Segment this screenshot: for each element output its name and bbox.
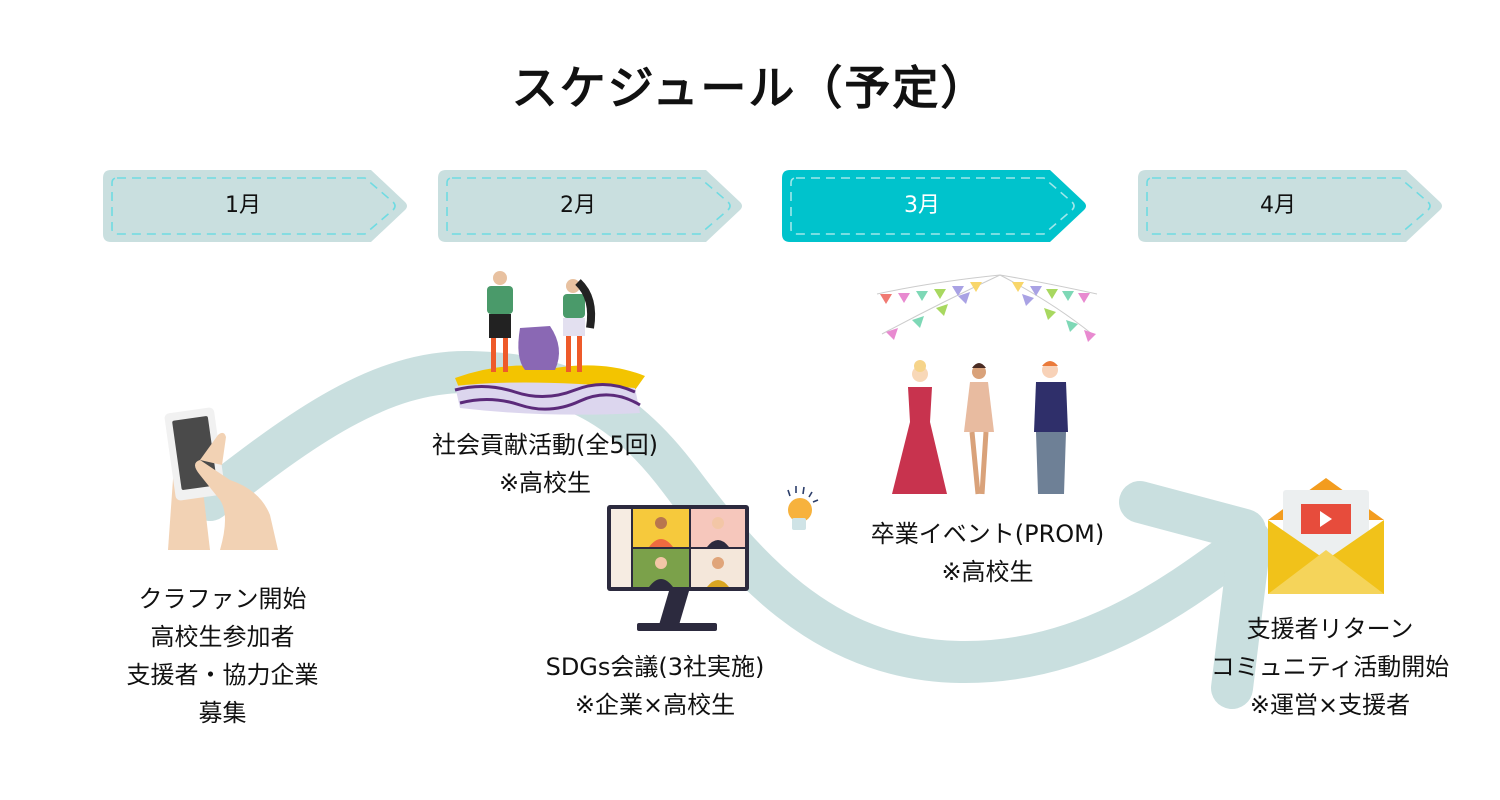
arrow-tab-shape — [1138, 170, 1442, 242]
month-label: 2月 — [560, 193, 596, 218]
caption-line: ※高校生 — [498, 469, 592, 497]
caption-line: 卒業イベント(PROM) — [870, 520, 1105, 548]
caption-line: ※高校生 — [941, 558, 1034, 586]
caption-line: SDGs会議(3社実施) — [545, 653, 765, 681]
arrow-tab-shape — [438, 170, 742, 242]
caption-line: 募集 — [198, 699, 247, 727]
month-tab-2: 2月 — [438, 170, 743, 242]
flow-curve-body — [189, 350, 1261, 684]
step-caption-prom: 卒業イベント(PROM) ※高校生 — [835, 515, 1140, 591]
arrow-tab-shape — [103, 170, 407, 242]
caption-line: ※運営×支援者 — [1249, 691, 1411, 719]
page-title: スケジュール（予定） — [511, 61, 989, 115]
caption-line: コミュニティ活動開始 — [1210, 653, 1450, 681]
lightbulb-icon — [787, 486, 819, 530]
caption-line: ※企業×高校生 — [574, 691, 736, 719]
caption-line: クラファン開始 — [138, 585, 307, 613]
month-tab-4: 4月 — [1138, 170, 1443, 242]
step-caption-crowdfunding: クラファン開始 高校生参加者 支援者・協力企業 募集 — [90, 580, 355, 732]
video-mail-envelope-icon — [1268, 478, 1384, 594]
flow-arrowhead-lower — [1211, 519, 1271, 709]
arrow-tab-shape — [782, 170, 1086, 242]
caption-line: 支援者・協力企業 — [126, 661, 319, 689]
month-tab-1: 1月 — [103, 170, 408, 242]
step-caption-supporter-community: 支援者リターン コミュニティ活動開始 ※運営×支援者 — [1170, 610, 1490, 724]
smartphone-hand-icon — [164, 407, 278, 550]
flow-arrowhead-upper — [1119, 481, 1266, 551]
step-caption-social-activity: 社会貢献活動(全5回) ※高校生 — [395, 426, 695, 502]
beach-cleanup-icon — [454, 271, 645, 415]
month-label: 3月 — [904, 193, 940, 218]
step-caption-sdgs-meeting: SDGs会議(3社実施) ※企業×高校生 — [510, 648, 800, 724]
month-label: 4月 — [1260, 193, 1296, 218]
bunting-flags — [880, 282, 1096, 342]
party-people-icon — [876, 274, 1098, 495]
month-tab-3: 3月 — [782, 170, 1087, 242]
caption-line: 高校生参加者 — [150, 623, 295, 651]
caption-line: 支援者リターン — [1246, 615, 1414, 643]
caption-line: 社会貢献活動(全5回) — [432, 431, 658, 459]
month-label: 1月 — [225, 193, 261, 218]
video-conference-monitor-icon — [607, 505, 749, 631]
